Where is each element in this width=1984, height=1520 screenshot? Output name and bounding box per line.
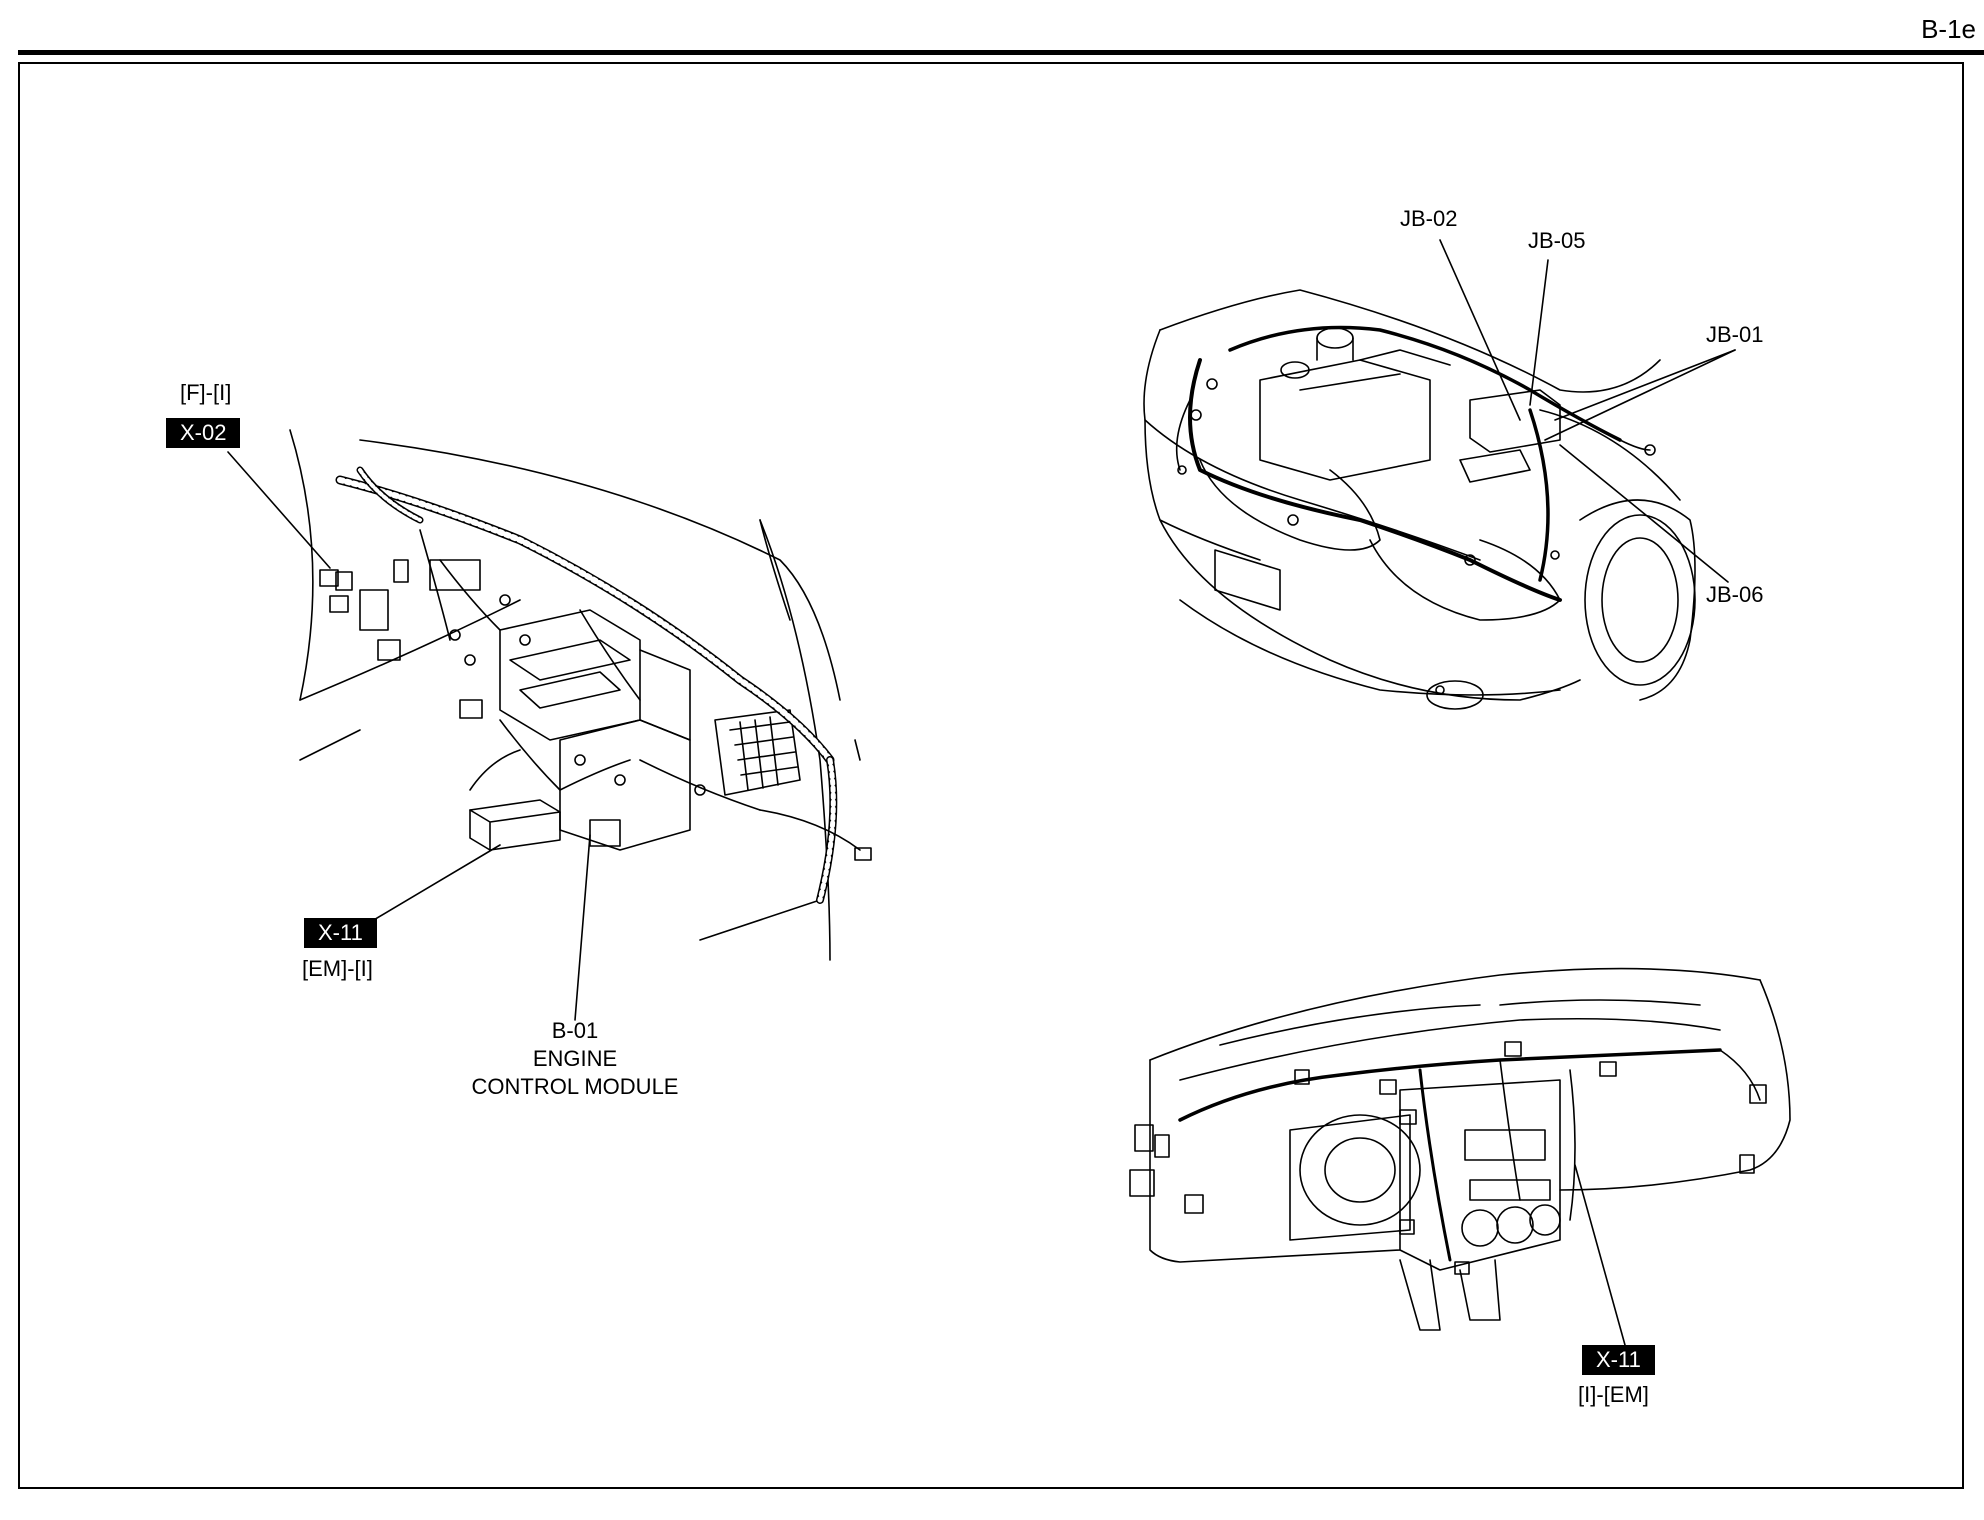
instrument-panel-harness-illustration [1129, 967, 1791, 1346]
x02-connector-tag: X-02 [166, 418, 241, 448]
x11-location-label-left: [EM]-[I] [302, 956, 373, 981]
x02-location-label: [F]-[I] [180, 380, 232, 405]
page-number: B-1e [1921, 14, 1976, 44]
jb06-label: JB-06 [1706, 582, 1764, 607]
jb02-label: JB-02 [1400, 206, 1458, 231]
b01-name-line2: CONTROL MODULE [471, 1074, 679, 1099]
diagram-frame [18, 62, 1964, 1489]
jb01-label: JB-01 [1706, 322, 1764, 347]
x11-connector-tag-right: X-11 [1582, 1345, 1655, 1375]
x11-connector-tag-left: X-11 [304, 918, 377, 948]
jb05-label: JB-05 [1528, 228, 1586, 253]
b01-name-line1: ENGINE [532, 1046, 618, 1071]
b01-code-label: B-01 [551, 1018, 599, 1043]
engine-bay-harness-illustration [1143, 239, 1736, 710]
header-rule [18, 50, 1984, 55]
x11-location-label-right: [I]-[EM] [1578, 1382, 1649, 1407]
cowl-harness-illustration [227, 429, 872, 1021]
